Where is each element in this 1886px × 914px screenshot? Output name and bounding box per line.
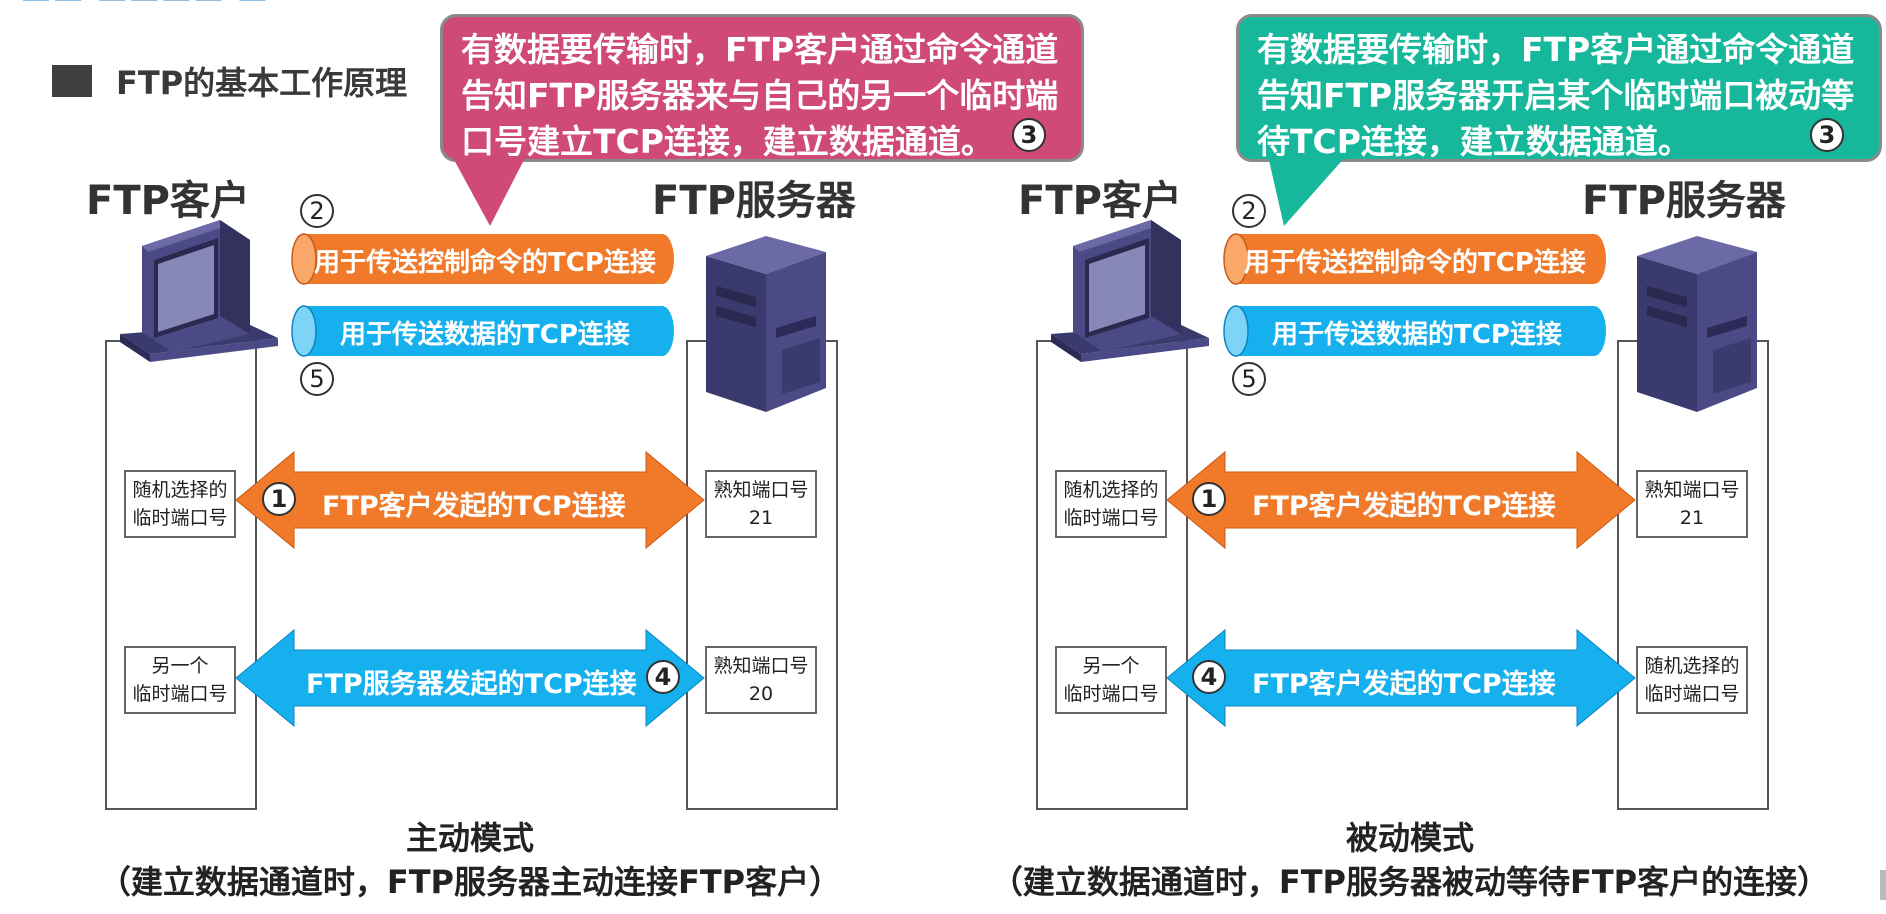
passive-server-lifeline xyxy=(1617,340,1769,810)
active-arrow-client-initiated xyxy=(235,450,705,550)
active-client-port-1-line-1: 随机选择的 xyxy=(132,479,228,501)
active-server-port-2-line-1: 熟知端口号 xyxy=(713,655,809,677)
active-control-step-badge: 2 xyxy=(300,194,334,228)
passive-server-port-box-1: 熟知端口号 21 xyxy=(1636,470,1748,538)
passive-arrow-client-initiated-1 xyxy=(1166,450,1636,550)
passive-arrow1-step-badge: 1 xyxy=(1192,482,1226,516)
server-tower-icon xyxy=(1637,236,1757,412)
desktop-computer-icon xyxy=(1051,220,1209,362)
active-caption: 主动模式 （建立数据通道时，FTP服务器主动连接FTP客户） xyxy=(80,816,860,904)
active-callout-line-2: 告知FTP服务器来与自己的另一个临时端 xyxy=(461,76,1059,115)
active-data-step-badge: 5 xyxy=(300,362,334,396)
active-caption-subtitle: （建立数据通道时，FTP服务器主动连接FTP客户） xyxy=(98,863,842,901)
passive-arrow1-label: FTP客户发起的TCP连接 xyxy=(1252,491,1556,522)
passive-client-port-2-line-1: 另一个 xyxy=(1082,655,1140,677)
active-arrow1-label: FTP客户发起的TCP连接 xyxy=(322,491,626,522)
active-client-port-2-line-1: 另一个 xyxy=(151,655,209,677)
passive-client-port-1-line-1: 随机选择的 xyxy=(1063,479,1159,501)
active-caption-title: 主动模式 xyxy=(405,819,534,857)
active-client-lifeline xyxy=(105,340,257,810)
passive-client-title: FTP客户 xyxy=(1018,178,1182,224)
section-title: FTP的基本工作原理 xyxy=(52,58,407,104)
passive-client-port-1-line-2: 临时端口号 xyxy=(1063,507,1159,529)
passive-caption-subtitle: （建立数据通道时，FTP服务器被动等待FTP客户的连接） xyxy=(990,863,1830,901)
server-tower-icon xyxy=(706,236,826,412)
passive-arrow2-step-badge: 4 xyxy=(1192,660,1226,694)
passive-client-port-box-2: 另一个 临时端口号 xyxy=(1055,646,1167,714)
active-server-port-box-2: 熟知端口号 20 xyxy=(705,646,817,714)
active-data-pipe-label: 用于传送数据的TCP连接 xyxy=(340,320,630,350)
passive-caption-title: 被动模式 xyxy=(1345,819,1474,857)
passive-server-title: FTP服务器 xyxy=(1582,178,1786,224)
active-server-port-box-1: 熟知端口号 21 xyxy=(705,470,817,538)
active-client-port-1-line-2: 临时端口号 xyxy=(132,507,228,529)
active-client-port-2-line-2: 临时端口号 xyxy=(132,683,228,705)
clipped-heading-fragment: ▬▬ ▬▬▬▬ ▬ xyxy=(20,0,269,12)
active-arrow2-step-badge: 4 xyxy=(646,660,680,694)
active-client-port-box-2: 另一个 临时端口号 xyxy=(124,646,236,714)
active-callout-step-badge: 3 xyxy=(1012,118,1046,152)
passive-server-port-2-line-2: 临时端口号 xyxy=(1644,683,1740,705)
passive-server-port-1-line-2: 21 xyxy=(1679,507,1705,529)
passive-callout-line-2: 告知FTP服务器开启某个临时端口被动等 xyxy=(1257,76,1855,115)
active-server-lifeline xyxy=(686,340,838,810)
active-server-title: FTP服务器 xyxy=(652,178,856,224)
passive-server-port-2-line-1: 随机选择的 xyxy=(1644,655,1740,677)
passive-arrow-client-initiated-2 xyxy=(1166,628,1636,728)
section-bullet xyxy=(52,65,92,97)
passive-server-port-box-2: 随机选择的 临时端口号 xyxy=(1636,646,1748,714)
passive-client-lifeline xyxy=(1036,340,1188,810)
passive-client-port-box-1: 随机选择的 临时端口号 xyxy=(1055,470,1167,538)
active-arrow2-label: FTP服务器发起的TCP连接 xyxy=(306,669,637,700)
passive-control-step-badge: 2 xyxy=(1232,194,1266,228)
passive-callout-pointer xyxy=(1268,156,1346,226)
passive-server-port-1-line-1: 熟知端口号 xyxy=(1644,479,1740,501)
passive-caption: 被动模式 （建立数据通道时，FTP服务器被动等待FTP客户的连接） xyxy=(980,816,1840,904)
passive-client-port-2-line-2: 临时端口号 xyxy=(1063,683,1159,705)
passive-data-pipe xyxy=(1223,305,1606,357)
passive-control-pipe xyxy=(1223,233,1606,285)
passive-data-pipe-label: 用于传送数据的TCP连接 xyxy=(1272,320,1562,350)
active-control-pipe-label: 用于传送控制命令的TCP连接 xyxy=(314,248,656,278)
passive-callout-line-1: 有数据要传输时，FTP客户通过命令通道 xyxy=(1257,30,1855,69)
passive-callout-step-badge: 3 xyxy=(1810,118,1844,152)
active-arrow-server-initiated xyxy=(235,628,705,728)
passive-control-pipe-label: 用于传送控制命令的TCP连接 xyxy=(1244,248,1586,278)
active-arrow1-step-badge: 1 xyxy=(262,482,296,516)
active-client-title: FTP客户 xyxy=(86,178,250,224)
section-title-text: FTP的基本工作原理 xyxy=(116,64,408,102)
active-callout-line-3: 口号建立TCP连接，建立数据通道。 xyxy=(461,122,994,161)
active-server-port-2-line-2: 20 xyxy=(748,683,774,705)
passive-callout: 有数据要传输时，FTP客户通过命令通道 告知FTP服务器开启某个临时端口被动等 … xyxy=(1236,14,1882,162)
active-server-port-1-line-2: 21 xyxy=(748,507,774,529)
active-callout-pointer xyxy=(452,156,526,226)
active-data-pipe xyxy=(291,305,674,357)
active-client-port-box-1: 随机选择的 临时端口号 xyxy=(124,470,236,538)
passive-callout-line-3: 待TCP连接，建立数据通道。 xyxy=(1257,122,1691,161)
active-callout-line-1: 有数据要传输时，FTP客户通过命令通道 xyxy=(461,30,1059,69)
active-callout: 有数据要传输时，FTP客户通过命令通道 告知FTP服务器来与自己的另一个临时端 … xyxy=(440,14,1084,162)
desktop-computer-icon xyxy=(120,220,278,362)
active-control-pipe xyxy=(291,233,674,285)
passive-arrow2-label: FTP客户发起的TCP连接 xyxy=(1252,669,1556,700)
scrollbar-thumb[interactable] xyxy=(1880,870,1886,900)
passive-data-step-badge: 5 xyxy=(1232,362,1266,396)
active-server-port-1-line-1: 熟知端口号 xyxy=(713,479,809,501)
